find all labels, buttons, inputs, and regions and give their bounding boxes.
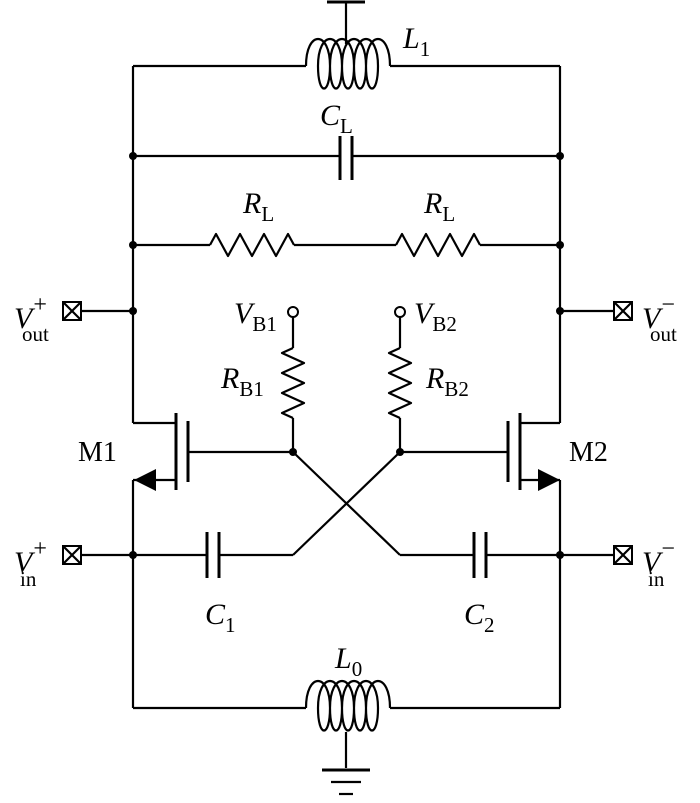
transistor-m2 (400, 413, 562, 708)
label-vin-plus: V+ (14, 536, 47, 579)
resistor-rb1 (280, 306, 306, 452)
label-vout-minus-sub: out (650, 322, 677, 346)
cross-coupling (292, 451, 401, 556)
label-vin-plus-sub: in (20, 567, 37, 591)
capacitor-c2 (400, 532, 560, 578)
vin-minus-terminal (560, 545, 633, 565)
vin-plus-terminal (62, 545, 133, 565)
supply-terminal (327, 0, 365, 44)
inductor-l0 (133, 679, 560, 732)
resistor-rb2 (387, 306, 413, 452)
resistor-rl-right (395, 232, 560, 258)
label-c1: C1 (205, 598, 236, 637)
label-m1: M1 (78, 437, 117, 468)
resistor-rl-left (133, 232, 396, 258)
capacitor-c1 (133, 532, 293, 578)
label-rb2: RB2 (425, 362, 469, 401)
label-rl-left: RL (242, 187, 274, 226)
label-m2: M2 (569, 437, 608, 468)
label-rl-right: RL (423, 187, 455, 226)
label-vout-plus-sub: out (22, 322, 49, 346)
label-vin-minus: V− (642, 536, 675, 579)
label-vout-plus: V+ (14, 292, 47, 335)
capacitor-cl (133, 136, 560, 180)
vout-minus-terminal (560, 301, 633, 321)
label-l1: L1 (402, 22, 430, 61)
inductor-l1 (133, 37, 560, 90)
junction-dots (129, 152, 564, 559)
label-vin-minus-sub: in (648, 567, 665, 591)
label-vb2: VB2 (414, 297, 457, 336)
transistor-m1 (131, 413, 293, 708)
label-rb1: RB1 (220, 362, 264, 401)
label-vout-minus: V− (642, 292, 675, 335)
ground-symbol (322, 732, 370, 796)
vout-plus-terminal (62, 301, 133, 321)
label-c2: C2 (464, 598, 495, 637)
label-l0: L0 (334, 642, 362, 681)
label-vb1: VB1 (234, 297, 277, 336)
label-cl: CL (320, 99, 353, 138)
